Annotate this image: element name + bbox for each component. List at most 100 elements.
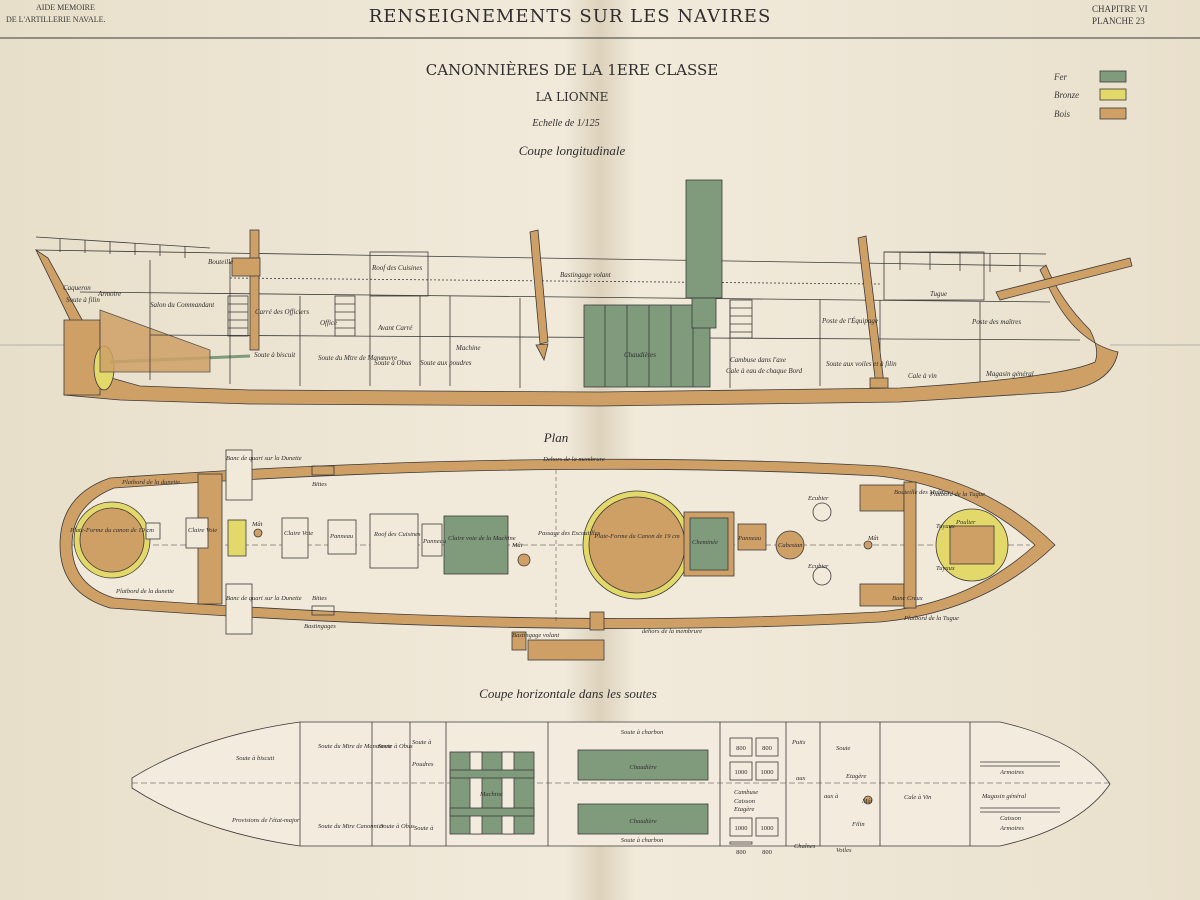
label-bittes-top: Bittes [312,481,327,488]
label-plate-forme-aft: Plate-Forme du canon de 19 cm [69,527,154,534]
label-tugue: Tugue [930,290,947,298]
legend-label-fer: Fer [1053,72,1067,82]
label-mat-fwd: Mât [867,535,879,542]
funnel-plan [689,517,729,571]
label-bouteille-maitres: Bouteille des Maîtres [894,489,950,496]
label-passage-escoutilles: Passage des Escoutilles [537,530,601,537]
rail-stanchions [59,239,1021,272]
galley-roof-box [369,251,429,297]
label-h-poudres: Poudres [411,761,434,768]
label-soute-voiles: Soute aux voiles et à filin [826,360,897,368]
section-title-plan: Plan [543,430,569,445]
label-soute-manoeuvre: Soute du Mtre de Manœuvre [318,354,397,362]
ship-titles: CANONNIÈRES DE LA 1ERE CLASSE LA LIONNE … [426,61,718,158]
label-bastingage-volant: Bastingage volant [560,271,612,279]
galley-roof-plan [369,513,419,569]
label-panneau-1: Panneau [329,533,354,540]
main-mast-plan [517,553,531,567]
label-h-voiles: Voiles [836,847,852,854]
label-panneau-2: Panneau [422,538,447,545]
fore-gun-carriage [949,525,995,565]
longitudinal-section: Caqueron Armoire Soute à filin Salon du … [0,179,1200,407]
header-left-line1: AIDE MEMOIRE [36,3,95,12]
label-cabestan: Cabestan [778,542,803,549]
mid-gun-platform [588,496,686,594]
label-h-soute: Soute [836,745,851,752]
mast-step-hold [863,795,873,805]
label-plate-forme-mid: Plate-Forme du Canon de 19 cm [593,533,680,540]
claire-voie-aft-box [185,517,209,549]
panneau-1-box [327,519,357,555]
holds-bulkheads [299,722,971,846]
label-h-provisions: Provisions de l'état-major [231,817,300,824]
gangway-step-right [589,611,605,631]
hawse-2 [812,566,832,586]
stern-post [63,319,101,396]
label-platbord-dunette-top: Platbord de la dunette [121,479,180,486]
machine-crossbar-1 [449,769,535,779]
label-h-soute-canonnier: Soute du Mtre Canonnier [318,823,384,830]
machine-block [449,751,535,835]
label-soute-filin: Soute à filin [66,296,100,304]
bowsprit [995,257,1133,301]
scale-label: Echelle de 1/125 [531,118,599,129]
label-h-soute-charbon-top: Soute à charbon [621,729,664,736]
label-claire-voie-aft: Claire Voie [188,527,217,534]
legend-label-bois: Bois [1054,109,1070,119]
label-ecubier-2: Ecubier [807,563,829,570]
machine-crossbar-2 [449,807,535,817]
mast-step [869,377,889,389]
hawse-1 [812,502,832,522]
label-h-puits: Puits [791,739,806,746]
mast-heel [535,343,549,362]
armoire-lines [980,761,1060,813]
label-h-soute-biscuit: Soute à biscuit [236,755,274,762]
label-panneau-3: Panneau [737,535,762,542]
aft-fitting [145,522,161,540]
label-h-soute-b: Soute à [414,825,433,832]
claire-voie-2-box [281,517,309,559]
label-salon: Salon du Commandant [150,301,215,309]
boiler-dividers [604,305,694,387]
planche-label: PLANCHE 23 [1092,16,1145,26]
mizzen-mast-plan [253,528,263,538]
bouteille-maitres-box [859,484,905,512]
label-dehors-membrure-bottom: dehors de la membrure [642,628,702,635]
label-cheminee: Cheminée [692,539,718,546]
label-office: Office [320,319,337,327]
label-h-soute-obus-2: Soute à Obus [380,823,415,830]
chapter-label: CHAPITRE VI [1092,4,1148,14]
boiler-1 [577,749,709,781]
tank-capacity: 1000 [761,825,774,832]
legend-swatch-bois [1099,107,1127,120]
header: AIDE MEMOIRE DE L'ARTILLERIE NAVALE. REN… [0,3,1200,39]
label-machine: Machine [455,344,481,352]
bastingage-line [229,277,881,285]
legend-swatch-fer [1099,70,1127,83]
label-h-etagere: Etagère [733,806,754,813]
boiler-2 [577,803,709,835]
fore-mast-plan [863,540,873,550]
label-claire-voie-machine: Claire voie de la Machine [448,535,516,542]
label-h-soute-obus-1: Soute à Obus [378,743,413,750]
label-h-chaudiere-1: Chaudière [629,764,656,771]
label-poulier: Poulier [955,519,976,526]
label-roof-cuisines: Roof des Cuisines [371,264,422,272]
label-armoire: Armoire [97,290,121,298]
ship-name: LA LIONNE [536,90,609,104]
section-title-longitudinal: Coupe longitudinale [519,143,626,158]
label-avant-carre: Avant Carré [377,324,413,332]
tank-capacity: 800 [762,745,772,752]
label-poste-maitres: Poste des maîtres [971,318,1021,326]
capstan [775,530,805,560]
label-h-etagere-2: Etagère [845,773,866,780]
poop-rail [35,236,211,249]
label-ecubier-1: Ecubier [807,495,829,502]
aft-gun-platform [79,507,145,573]
tugue-box [883,251,985,301]
plan-view: Dehors de la membrure dehors de la membr… [59,449,1056,661]
tank-capacity: 800 [736,745,746,752]
label-caqueron: Caqueron [63,284,91,292]
label-h-aux: aux [796,775,806,782]
